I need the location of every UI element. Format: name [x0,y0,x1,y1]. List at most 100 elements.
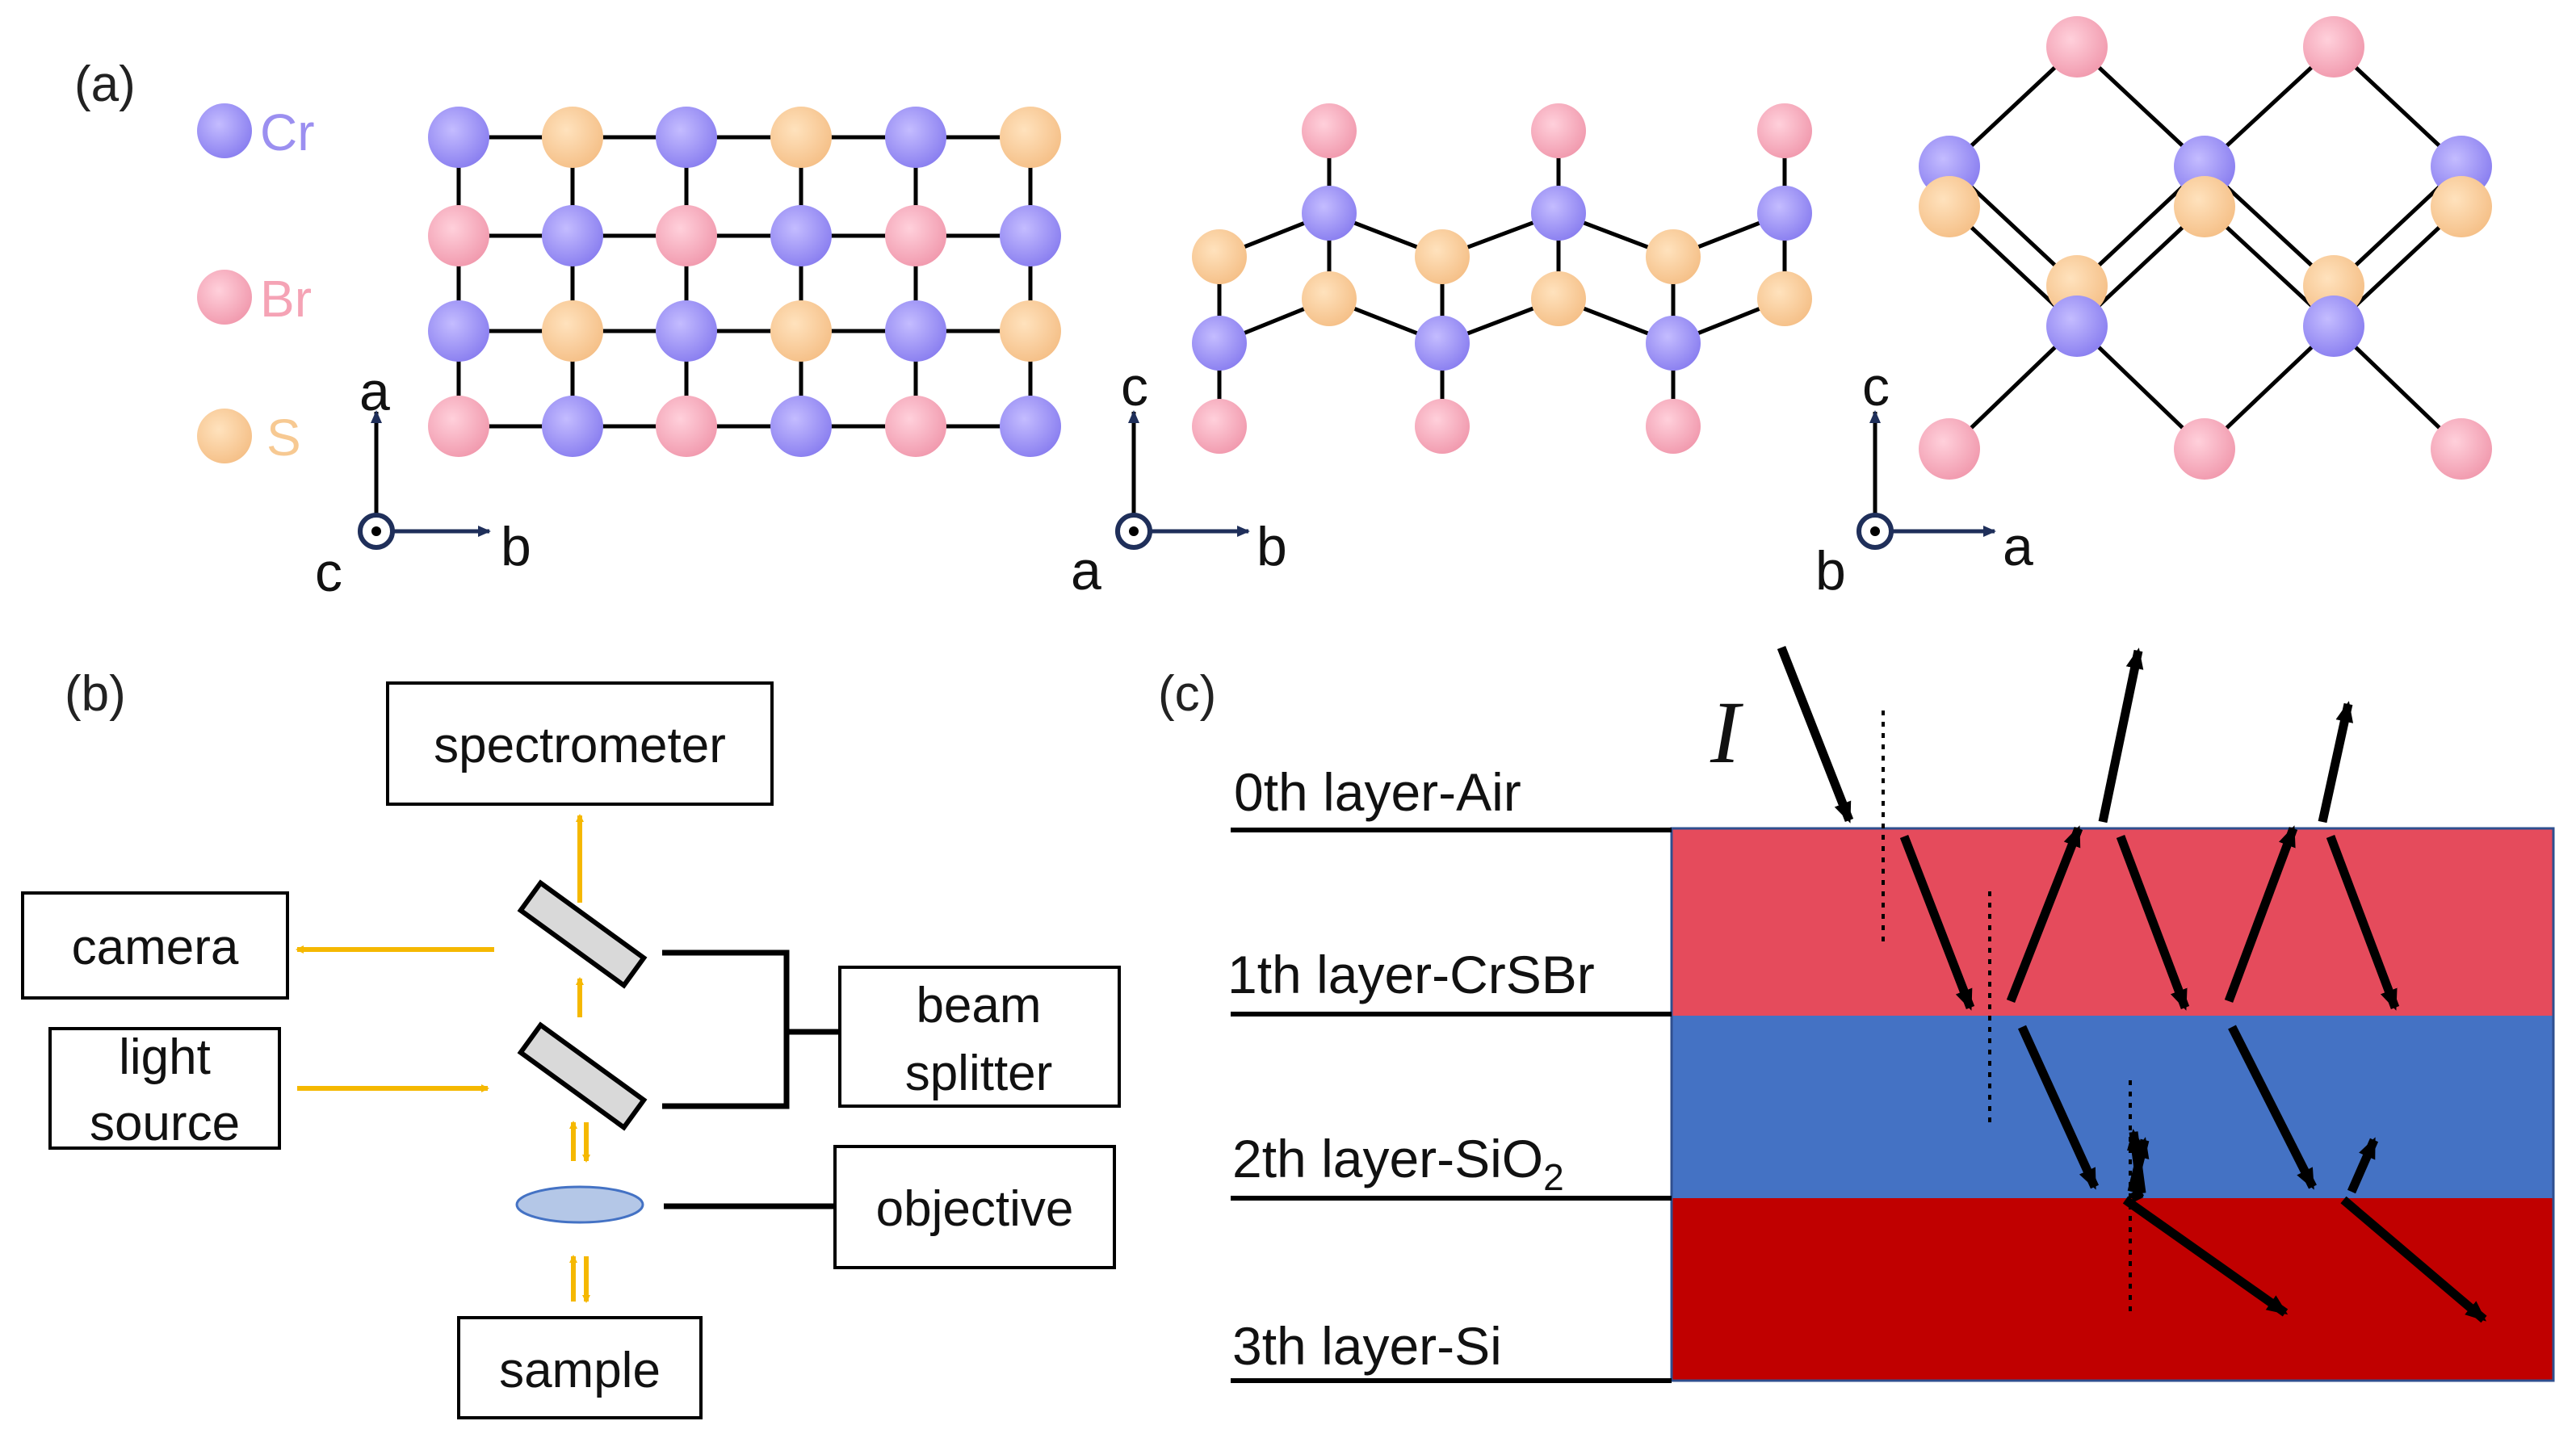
axis-1-up-label: a [359,361,390,422]
layer-2-label: 2th layer-SiO2 [1232,1129,1564,1198]
cr-atom [1302,186,1357,241]
cr-atom [770,205,832,266]
legend-br-swatch [197,270,252,325]
br-atom [1531,103,1586,158]
br-atom [2174,418,2235,480]
lattice-view-ca [1919,16,2492,480]
s-atom [1192,229,1247,284]
br-atom [1919,418,1980,480]
br-atom [1192,399,1247,454]
legend-s-label: S [266,409,301,467]
light-source-label-line2: source [90,1096,240,1151]
br-atom [428,396,489,457]
ray-arrows [1777,645,2487,1323]
br-atom [2046,16,2108,78]
panel-c: (c) 0th layer-Air 1th layer-CrSBr 2th la… [1158,645,2555,1383]
br-atom [656,205,717,266]
cr-atom [656,300,717,362]
beam-splitter-box [838,966,1121,1108]
light-source-box [48,1027,281,1150]
connector-lines [662,949,840,1209]
br-atom [1415,399,1470,454]
s-atom [770,107,832,168]
axis-triad-1: a c b [315,361,531,603]
atom-legend: Cr Br S [197,103,315,467]
beam-splitter-lower [517,1021,648,1131]
cr-atom [1757,186,1812,241]
s-atom [1000,300,1061,362]
cr-atom [1000,396,1061,457]
br-atom [1302,103,1357,158]
br-atom [1757,103,1812,158]
br-atom [1646,399,1701,454]
intensity-symbol: I [1710,683,1743,782]
surface-normals [1882,711,2132,1313]
legend-cr-label: Cr [260,103,315,161]
s-atom [1415,229,1470,284]
cr-atom [885,107,946,168]
axis-3-right-label: a [2003,516,2033,577]
cr-atom [770,396,832,457]
panel-a-label: (a) [74,57,136,112]
objective-lens [515,1185,644,1224]
cr-atom [1000,205,1061,266]
panel-a: (a) Cr Br S [74,16,2492,603]
axis-3-up-label: c [1862,356,1890,417]
spectrometer-label: spectrometer [434,718,726,773]
axis-3-out-label: b [1815,540,1846,602]
cr-atom [1646,316,1701,371]
axis-1-out-label: c [315,542,342,603]
sample-box [457,1316,703,1419]
axis-triad-2: c a b [1071,356,1287,602]
legend-br-label: Br [260,270,312,328]
axis-triad-3: c b a [1815,356,2033,602]
cr-atom [656,107,717,168]
legend-s-swatch [197,409,252,463]
cr-atom [1531,186,1586,241]
br-atom [885,396,946,457]
panel-b-label: (b) [65,666,126,722]
cr-atom [1192,316,1247,371]
s-atom [1919,176,1980,237]
sample-label: sample [499,1343,661,1398]
lattice-view-cb [1192,103,1812,454]
s-atom [1757,271,1812,326]
layer-3-label: 3th layer-Si [1232,1316,1502,1376]
br-atom [2431,418,2492,480]
legend-cr-swatch [197,103,252,158]
layer-0-label: 0th layer-Air [1234,762,1521,822]
lattice-view-ab [428,107,1061,457]
axis-2-right-label: b [1257,516,1287,577]
cr-atom [542,205,603,266]
beam-splitter-label-line1: beam [916,978,1041,1033]
panel-b: (b) spectrometer camera light source bea… [21,666,1121,1419]
s-atom [770,300,832,362]
objective-label: objective [876,1181,1074,1237]
s-atom [542,300,603,362]
layer-sio2-band [1672,1016,2553,1198]
br-atom [2303,16,2364,78]
br-atom [656,396,717,457]
layer-si-band [1672,1198,2553,1381]
cr-atom [428,300,489,362]
cr-atom [428,107,489,168]
cr-atom [1415,316,1470,371]
beam-splitter-upper [517,879,648,989]
cr-atom [2303,296,2364,357]
spectrometer-box [386,681,774,806]
s-atom [2174,176,2235,237]
layer-1-label: 1th layer-CrSBr [1227,945,1595,1004]
layer-crsbr-band [1672,828,2553,1016]
camera-box [21,891,289,1000]
axis-2-out-label: a [1071,540,1101,602]
s-atom [1000,107,1061,168]
s-atom [1646,229,1701,284]
br-atom [428,205,489,266]
light-source-label-line1: light [119,1029,211,1085]
cr-atom [2046,296,2108,357]
camera-label: camera [72,920,239,975]
s-atom [1302,271,1357,326]
axis-2-up-label: c [1121,356,1148,417]
cr-atom [542,396,603,457]
